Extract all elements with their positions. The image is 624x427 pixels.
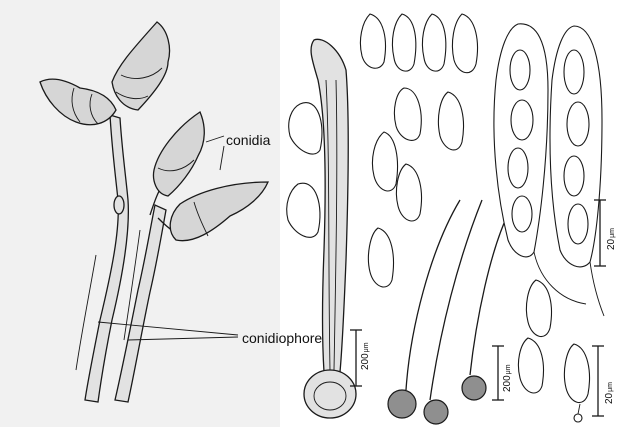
conidiophores-leader-2 bbox=[128, 337, 238, 340]
conidiophores-label: conidiophores bbox=[242, 330, 329, 346]
svg-text:20μm: 20μm bbox=[604, 382, 615, 404]
scale-bar-d: 20μm bbox=[592, 346, 615, 416]
conidium-top-right bbox=[112, 22, 170, 110]
ascospore bbox=[526, 280, 551, 337]
conidiophore-stalk-left bbox=[85, 115, 128, 402]
ascus-spore bbox=[567, 102, 589, 146]
ascospore bbox=[518, 338, 543, 393]
ascus-spore bbox=[568, 204, 588, 244]
ascus-spore bbox=[510, 50, 530, 90]
conidia-leader-1 bbox=[206, 136, 224, 142]
ascospore bbox=[438, 92, 463, 150]
ascus-spore bbox=[508, 148, 528, 188]
ascospore bbox=[396, 164, 421, 221]
stalk-node bbox=[114, 196, 124, 214]
ascospore bbox=[452, 14, 477, 73]
ascospore bbox=[372, 132, 397, 191]
svg-text:200μm: 200μm bbox=[502, 364, 513, 392]
ascus-spore bbox=[564, 50, 584, 94]
ascomata-figure: 200μm 200μm 20μm bbox=[287, 14, 617, 424]
ascospore bbox=[368, 228, 393, 287]
ascospore bbox=[392, 14, 415, 71]
scale-a-unit: μm bbox=[363, 342, 370, 352]
scale-d-unit: μm bbox=[607, 382, 614, 392]
perithecium-ball-3 bbox=[462, 376, 486, 400]
ascospore bbox=[289, 103, 322, 154]
ascospore bbox=[564, 344, 589, 403]
ascospore bbox=[360, 14, 385, 68]
scale-bar-a: 200μm bbox=[350, 330, 371, 386]
perithecium-neck-2 bbox=[430, 200, 482, 400]
conidiophore-figure: conidia conidiophores bbox=[40, 22, 329, 402]
conidia-label: conidia bbox=[226, 132, 271, 148]
ascospore bbox=[422, 14, 445, 71]
perithecium-ball-1 bbox=[388, 390, 416, 418]
conidiophores-leader-1 bbox=[98, 322, 238, 335]
scale-a-value: 200 bbox=[360, 353, 371, 370]
ascospore bbox=[394, 88, 421, 140]
ascus-spore bbox=[564, 156, 584, 196]
scale-c-unit: μm bbox=[609, 228, 616, 238]
svg-text:200μm: 200μm bbox=[360, 342, 371, 370]
ascus-spore bbox=[512, 196, 532, 232]
conidium-middle bbox=[154, 112, 205, 196]
perithecium-neck-1 bbox=[406, 200, 460, 390]
conidia-leader-2 bbox=[220, 146, 224, 170]
ascospore bbox=[287, 183, 320, 237]
scale-c-value: 20 bbox=[606, 238, 617, 250]
ascus-spore bbox=[511, 100, 533, 140]
conidium-lower bbox=[170, 182, 268, 241]
scale-bar-b: 200μm bbox=[492, 346, 513, 400]
perithecium-neck-3 bbox=[470, 210, 510, 375]
conidium-top-left bbox=[40, 79, 116, 125]
perithecium-base bbox=[304, 370, 356, 418]
scale-d-value: 20 bbox=[604, 392, 615, 404]
scale-b-value: 200 bbox=[502, 375, 513, 392]
perithecium-ball-2 bbox=[424, 400, 448, 424]
svg-text:20μm: 20μm bbox=[606, 228, 617, 250]
scale-b-unit: μm bbox=[505, 364, 512, 374]
